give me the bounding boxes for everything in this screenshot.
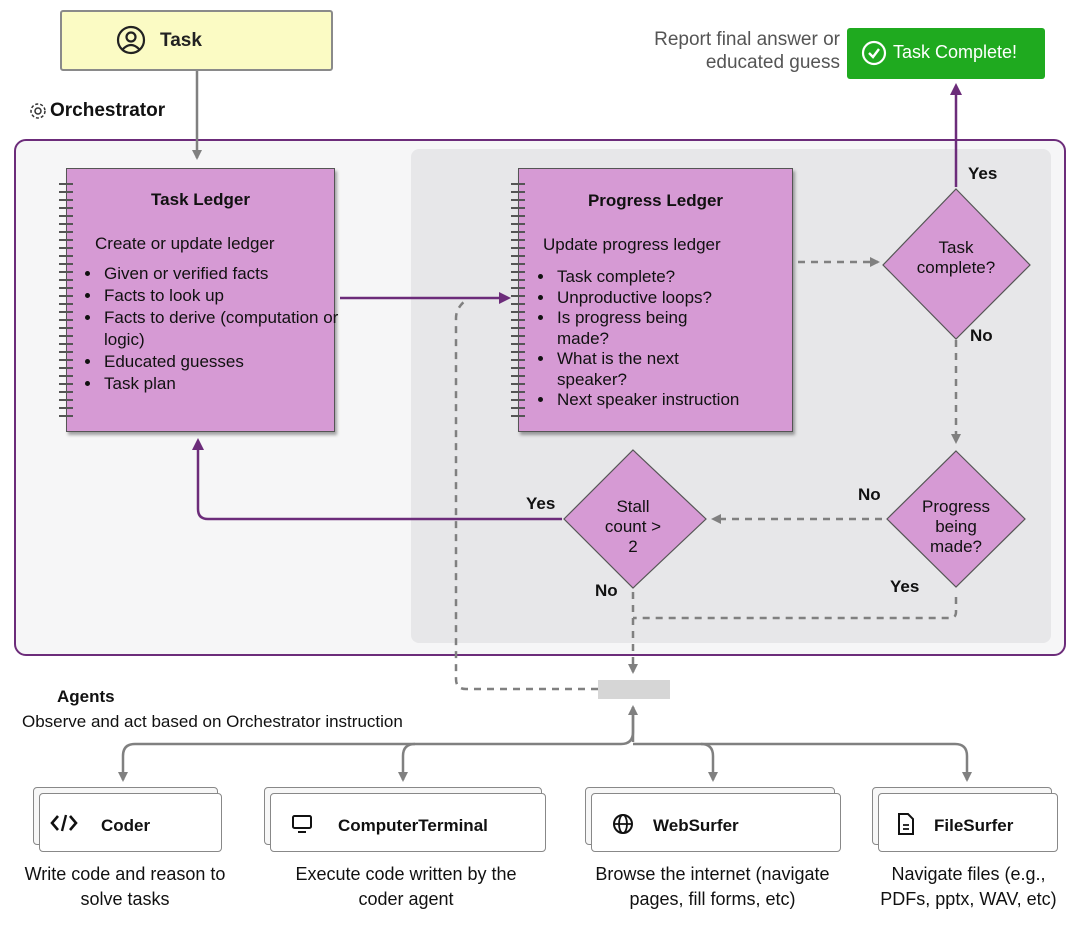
task-box bbox=[60, 10, 333, 71]
progress-yes-label: Yes bbox=[890, 577, 920, 596]
list-item: What is the next speaker? bbox=[555, 349, 717, 390]
gear-icon bbox=[30, 103, 46, 119]
monitor-icon bbox=[292, 815, 312, 833]
list-item: Unproductive loops? bbox=[555, 288, 800, 309]
computer-terminal-description: Execute code written by the coder agent bbox=[295, 864, 517, 909]
agents-title: Agents bbox=[57, 687, 115, 706]
stall-yes-label: Yes bbox=[526, 494, 556, 513]
orchestrator-hub bbox=[598, 680, 670, 699]
progress-no-label: No bbox=[858, 485, 881, 504]
list-item: Facts to look up bbox=[102, 285, 347, 307]
list-item: Given or verified facts bbox=[102, 263, 347, 285]
check-circle-icon bbox=[861, 40, 887, 66]
list-item: Next speaker instruction bbox=[555, 390, 800, 411]
coder-description: Write code and reason to solve tasks bbox=[24, 864, 226, 909]
task-ledger-subtitle: Create or update ledger bbox=[95, 234, 275, 253]
progress-ledger-items: Task complete? Unproductive loops? Is pr… bbox=[536, 267, 800, 411]
task-complete-text: Task complete? bbox=[916, 238, 996, 277]
stall-yes-arrow bbox=[192, 438, 562, 521]
filesurfer-description: Navigate files (e.g., PDFs, pptx, WAV, e… bbox=[880, 864, 1057, 909]
task-complete-no-label: No bbox=[970, 326, 993, 345]
task-ledger-items: Given or verified facts Facts to look up… bbox=[83, 263, 347, 395]
websurfer-label: WebSurfer bbox=[653, 816, 739, 835]
progress-ledger-title: Progress Ledger bbox=[587, 191, 724, 210]
list-item: Facts to derive (computation or logic) bbox=[102, 307, 347, 351]
code-icon bbox=[50, 814, 78, 832]
stall-count-text: Stall count > 2 bbox=[604, 497, 662, 556]
computer-terminal-card: ComputerTerminal bbox=[270, 793, 546, 852]
progress-made-text: Progress being made? bbox=[921, 497, 991, 556]
progress-ledger: Progress Ledger Update progress ledger T… bbox=[511, 168, 793, 432]
progress-made-diamond bbox=[886, 450, 1026, 588]
computer-terminal-label: ComputerTerminal bbox=[338, 816, 488, 835]
file-icon bbox=[898, 813, 914, 835]
tree-terminal bbox=[398, 742, 416, 782]
coder-label: Coder bbox=[101, 816, 151, 835]
task-ledger-title: Task Ledger bbox=[151, 190, 250, 209]
task-label: Task bbox=[160, 30, 202, 51]
notebook-rings bbox=[511, 183, 527, 423]
stall-count-diamond bbox=[563, 449, 707, 589]
task-complete-label: Task Complete! bbox=[893, 42, 1018, 62]
notebook-rings bbox=[59, 183, 75, 423]
list-item: Educated guesses bbox=[102, 351, 347, 373]
task-complete-yes-label: Yes bbox=[968, 164, 998, 183]
tree-coder bbox=[118, 707, 635, 782]
globe-icon bbox=[613, 814, 633, 834]
orchestrator-label: Orchestrator bbox=[50, 100, 166, 121]
coder-card: Coder bbox=[39, 793, 222, 852]
tree-filesurfer bbox=[633, 742, 972, 782]
websurfer-card: WebSurfer bbox=[591, 793, 841, 852]
task-ledger: Task Ledger Create or update ledger Give… bbox=[59, 168, 338, 432]
stall-no-label: No bbox=[595, 581, 618, 600]
list-item: Task plan bbox=[102, 373, 347, 395]
progress-ledger-subtitle: Update progress ledger bbox=[543, 235, 721, 254]
user-circle-icon bbox=[116, 25, 146, 55]
progress-yes-line bbox=[633, 597, 958, 620]
task-complete-diamond bbox=[882, 188, 1031, 340]
task-complete-badge: Task Complete! bbox=[847, 28, 1045, 79]
websurfer-description: Browse the internet (navigate pages, fil… bbox=[595, 864, 830, 909]
filesurfer-label: FileSurfer bbox=[934, 816, 1014, 835]
report-text: Report final answer or educated guess bbox=[654, 29, 840, 73]
list-item: Task complete? bbox=[555, 267, 800, 288]
agents-return-line bbox=[454, 299, 598, 691]
filesurfer-card: FileSurfer bbox=[878, 793, 1058, 852]
agents-subtitle: Observe and act based on Orchestrator in… bbox=[22, 712, 403, 731]
tree-websurfer bbox=[700, 742, 718, 782]
list-item: Is progress being made? bbox=[555, 308, 717, 349]
